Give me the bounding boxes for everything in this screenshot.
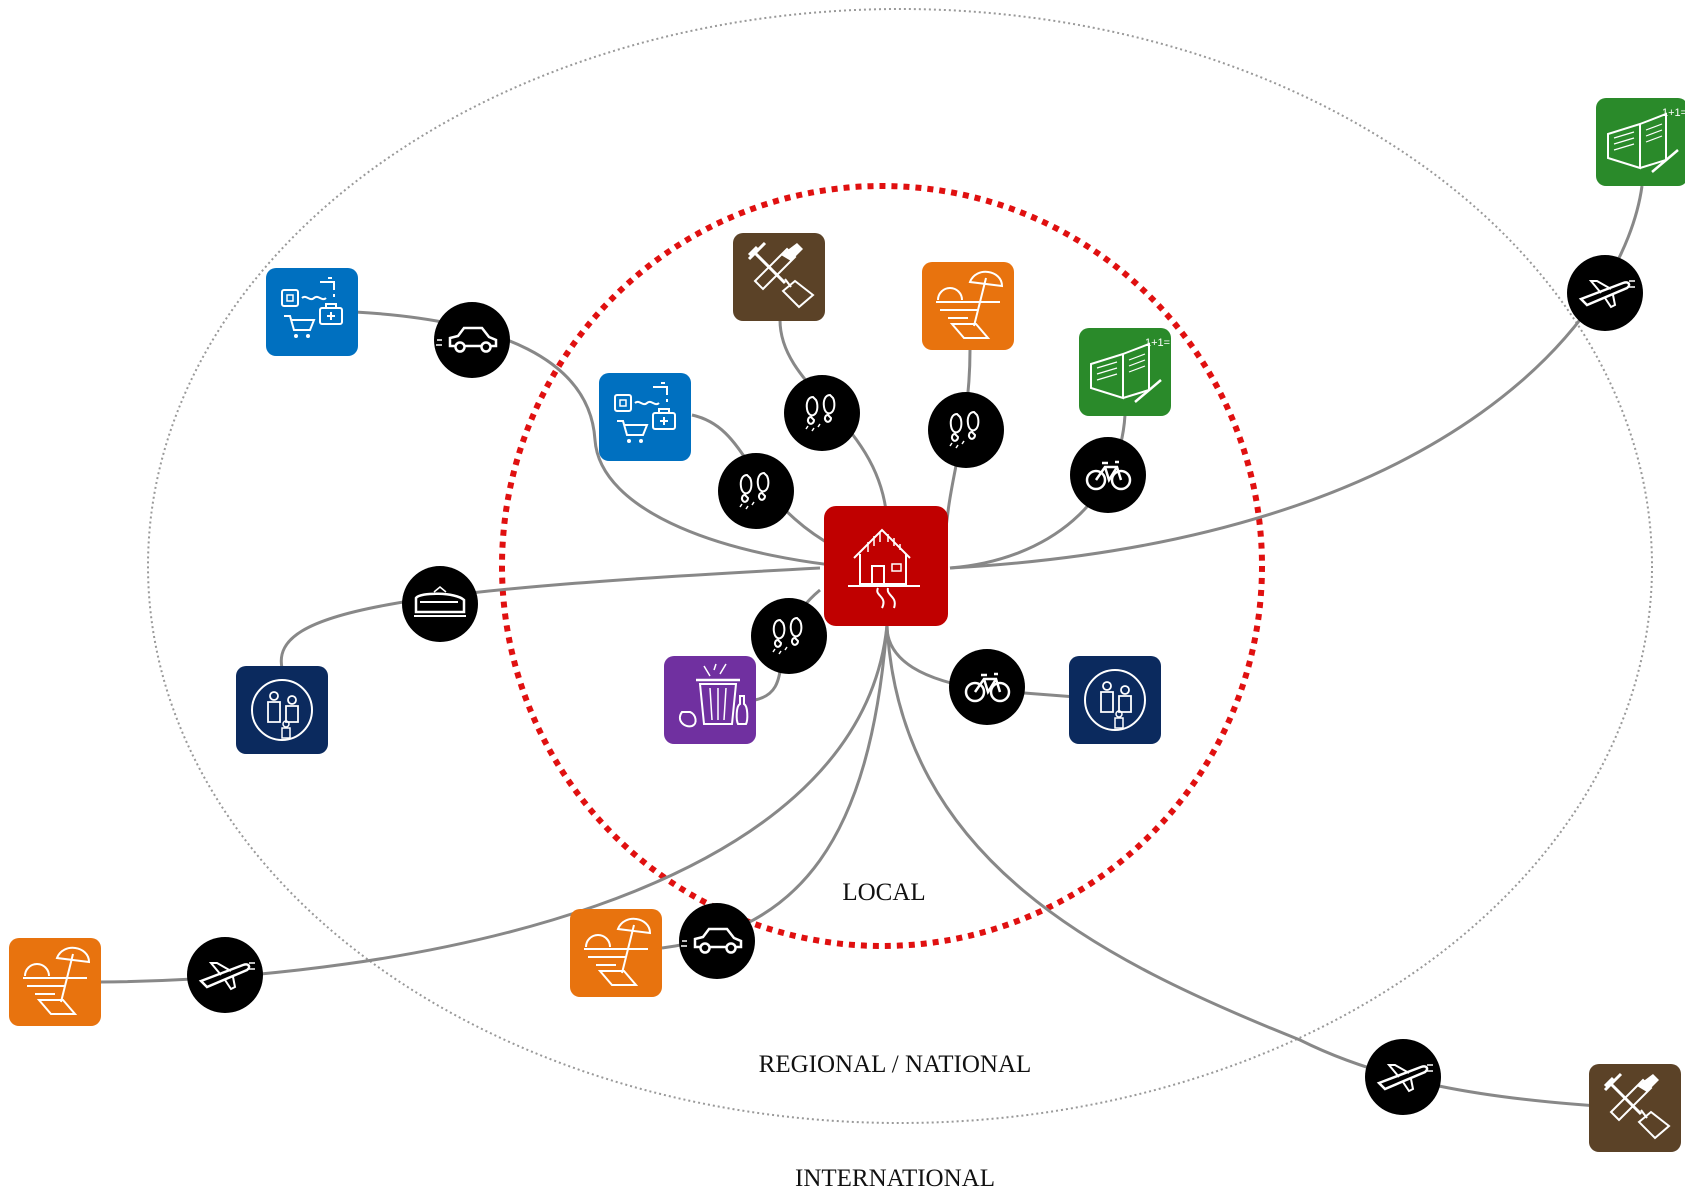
- mode-plane: [1567, 255, 1643, 331]
- link-education-international: [949, 185, 1644, 570]
- mode-plane: [1365, 1039, 1441, 1115]
- link-social-regional: [279, 566, 821, 669]
- social-tile-local: [1069, 656, 1161, 744]
- regional-national-boundary: [147, 8, 1653, 1124]
- mode-bike: [1070, 437, 1146, 513]
- home-tile: [824, 506, 948, 626]
- work-tile-international: [1589, 1064, 1681, 1152]
- mode-plane: [187, 937, 263, 1013]
- link-work-international: [885, 624, 1631, 1110]
- mode-bike: [949, 649, 1025, 725]
- social-tile-regional: [236, 666, 328, 754]
- services-tile-local: [599, 373, 691, 461]
- mode-walk: [784, 375, 860, 451]
- leisure-tile-regional: [570, 909, 662, 997]
- mode-walk: [718, 453, 794, 529]
- work-tile-local: [733, 233, 825, 321]
- leisure-tile-local: [922, 262, 1014, 350]
- leisure-tile-international: [9, 938, 101, 1026]
- education-tile-international: [1596, 98, 1685, 186]
- mode-walk: [928, 392, 1004, 468]
- mode-train: [402, 566, 478, 642]
- zone-label-regional: REGIONAL / NATIONAL: [759, 1051, 1032, 1078]
- mode-car: [434, 302, 510, 378]
- mode-car: [679, 903, 755, 979]
- zone-label-local: LOCAL: [842, 879, 925, 906]
- services-tile-regional: [266, 268, 358, 356]
- zone-label-international: INTERNATIONAL: [795, 1165, 995, 1191]
- mode-walk: [751, 598, 827, 674]
- local-boundary: [499, 183, 1265, 949]
- waste-tile-local: [664, 656, 756, 744]
- education-tile-local: [1079, 328, 1172, 416]
